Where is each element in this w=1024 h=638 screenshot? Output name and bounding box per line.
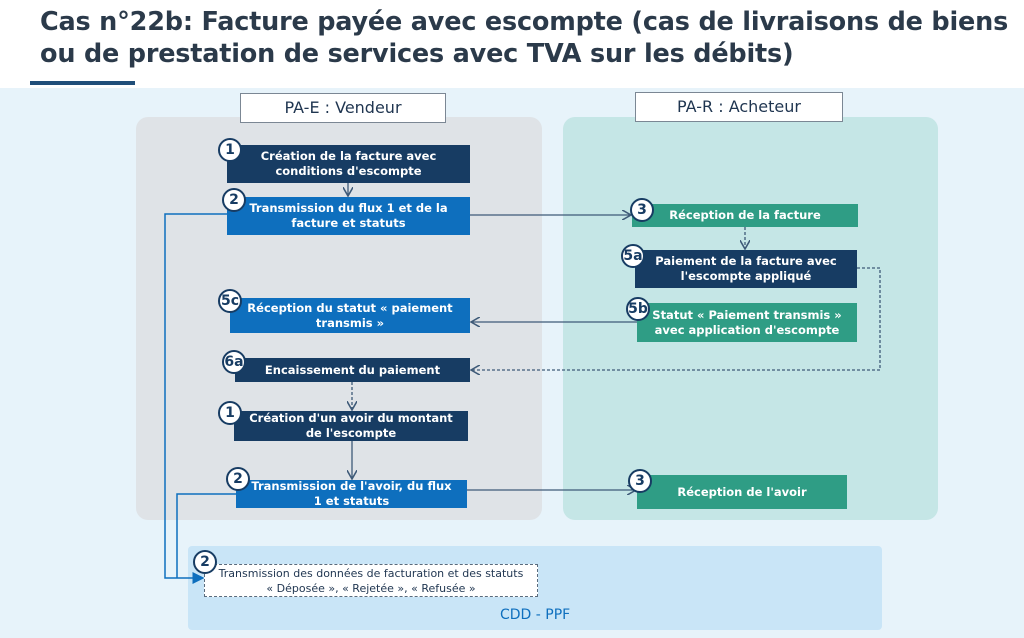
step-2-transmit-credit-note: Transmission de l'avoir, du flux 1 et st… — [236, 479, 467, 508]
page-title: Cas n°22b: Facture payée avec escompte (… — [40, 7, 1009, 69]
step-3-receive-credit-note: Réception de l'avoir — [637, 475, 847, 509]
badge-3: 3 — [630, 198, 654, 222]
step-5c-receive-status: Réception du statut « paiement transmis … — [230, 298, 470, 333]
step-5a-payment: Paiement de la facture avec l'escompte a… — [635, 250, 857, 288]
step-6a-collect-payment: Encaissement du paiement — [235, 358, 470, 382]
badge-2: 2 — [222, 188, 246, 212]
badge-2-cdd: 2 — [193, 550, 217, 574]
arrow-2-to-cdd — [164, 213, 227, 584]
badge-5c: 5c — [218, 289, 242, 313]
arrow-5a-to-6a — [471, 267, 881, 370]
step-3-receive-invoice: Réception de la facture — [632, 204, 858, 227]
badge-5b: 5b — [626, 297, 650, 321]
step-2-cdd-transmission: Transmission des données de facturation … — [204, 564, 538, 597]
badge-2b: 2 — [226, 467, 250, 491]
badge-1: 1 — [218, 138, 242, 162]
step-5b-payment-status: Statut « Paiement transmis » avec applic… — [637, 303, 857, 342]
step-1-create-invoice: Création de la facture avec conditions d… — [227, 145, 470, 183]
badge-3b: 3 — [628, 469, 652, 493]
step-1-create-credit-note: Création d'un avoir du montant de l'esco… — [234, 411, 468, 441]
badge-5a: 5a — [621, 244, 645, 268]
badge-1b: 1 — [218, 401, 242, 425]
step-2-transmit-invoice: Transmission du flux 1 et de la facture … — [227, 197, 470, 235]
buyer-header: PA-R : Acheteur — [635, 92, 843, 122]
title-underline — [30, 81, 135, 85]
arrow-2b-to-cdd — [176, 493, 236, 578]
vendor-header: PA-E : Vendeur — [240, 93, 446, 123]
badge-6a: 6a — [222, 350, 246, 374]
cdd-label: CDD - PPF — [500, 607, 571, 623]
